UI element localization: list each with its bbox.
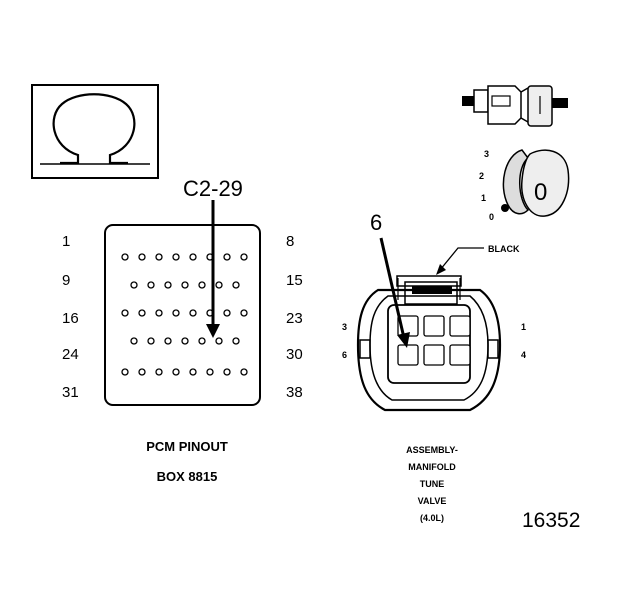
pcm-pin xyxy=(121,309,129,317)
pcm-pin xyxy=(164,281,172,289)
pcm-pin xyxy=(121,368,129,376)
pcm-pin xyxy=(164,337,172,345)
dial-scale-label-1: 1 xyxy=(481,193,486,203)
valve-connector-housing xyxy=(356,288,502,412)
pcm-pin xyxy=(138,253,146,261)
valve-caption-line4: VALVE xyxy=(418,496,447,506)
pcm-row-label-left-4: 24 xyxy=(62,346,79,363)
pcm-pin xyxy=(215,281,223,289)
valve-cavity xyxy=(449,315,471,337)
knob-value: 0 xyxy=(534,179,547,206)
pcm-pin xyxy=(172,309,180,317)
pcm-row-label-left-5: 31 xyxy=(62,384,79,401)
dial-scale-label-2: 2 xyxy=(479,171,484,181)
pcm-pin xyxy=(232,337,240,345)
pcm-row-label-left-2: 9 xyxy=(62,272,70,289)
pcm-pin xyxy=(240,309,248,317)
pcm-callout-label: C2-29 xyxy=(183,176,243,201)
ohm-symbol-box xyxy=(31,84,159,179)
wire-color-label: BLACK xyxy=(488,244,520,254)
pcm-pin xyxy=(223,368,231,376)
pin-callout-label: 6 xyxy=(370,210,382,235)
valve-caption-line5: (4.0L) xyxy=(420,513,444,523)
pcm-pin xyxy=(130,281,138,289)
pcm-pin xyxy=(172,368,180,376)
valve-cavity xyxy=(449,344,471,366)
pcm-pin xyxy=(215,337,223,345)
pcm-pin xyxy=(189,253,197,261)
valve-cavity xyxy=(423,344,445,366)
pcm-pin xyxy=(181,281,189,289)
pcm-caption-line2: BOX 8815 xyxy=(157,469,218,484)
pcm-row-label-right-5: 38 xyxy=(286,384,303,401)
figure-number: 16352 xyxy=(522,509,580,532)
pcm-pin-grid xyxy=(121,253,248,376)
pcm-connector-outline xyxy=(104,224,261,406)
pcm-pin xyxy=(223,309,231,317)
pcm-pin xyxy=(223,253,231,261)
pcm-row-label-right-3: 23 xyxy=(286,310,303,327)
dial-scale-label-3: 3 xyxy=(484,149,489,159)
cavity-label-3: 3 xyxy=(342,322,347,332)
pcm-pinout: 1 9 16 24 31 8 15 23 30 38 C2-29 PCM PIN… xyxy=(62,176,303,484)
pcm-pin xyxy=(189,368,197,376)
pcm-pin xyxy=(189,309,197,317)
pin-callout-arrowhead xyxy=(397,332,410,348)
pcm-pin xyxy=(155,309,163,317)
pcm-row-label-right-4: 30 xyxy=(286,346,303,363)
pcm-pin xyxy=(181,337,189,345)
cavity-label-4: 4 xyxy=(521,350,526,360)
pcm-pin xyxy=(232,281,240,289)
cavity-label-6: 6 xyxy=(342,350,347,360)
valve-caption-line3: TUNE xyxy=(420,479,445,489)
pcm-caption-line1: PCM PINOUT xyxy=(146,439,228,454)
pcm-row-label-left-1: 1 xyxy=(62,233,70,250)
pcm-row-label-right-1: 8 xyxy=(286,233,294,250)
valve-cavity xyxy=(423,315,445,337)
dial-illustration: 3 2 1 0 0 xyxy=(479,149,570,222)
valve-cavity-grid xyxy=(397,315,471,366)
dial-scale-label-0: 0 xyxy=(489,212,494,222)
inline-connector-icon xyxy=(462,85,568,127)
pcm-pin xyxy=(198,281,206,289)
valve-connector: BLACK 3 6 1 4 6 ASSEMBLY- MANIFOLD TUNE … xyxy=(342,210,526,523)
pcm-row-label-left-3: 16 xyxy=(62,310,79,327)
pcm-callout-arrowhead xyxy=(206,324,220,338)
pcm-pin xyxy=(198,337,206,345)
pcm-pin xyxy=(130,337,138,345)
ohm-icon xyxy=(52,93,136,165)
pcm-row-label-right-2: 15 xyxy=(286,272,303,289)
pcm-pin xyxy=(206,368,214,376)
valve-caption-line1: ASSEMBLY- xyxy=(406,445,458,455)
pcm-pin xyxy=(147,281,155,289)
pcm-pin xyxy=(138,309,146,317)
knob-icon xyxy=(521,149,570,217)
pcm-pin xyxy=(240,368,248,376)
pcm-pin xyxy=(147,337,155,345)
pcm-pin xyxy=(138,368,146,376)
pcm-pin xyxy=(240,253,248,261)
valve-caption-line2: MANIFOLD xyxy=(408,462,456,472)
pcm-pin xyxy=(172,253,180,261)
pin-callout-arrow xyxy=(379,237,406,339)
pcm-pin xyxy=(155,253,163,261)
cavity-label-1: 1 xyxy=(521,322,526,332)
pcm-pin xyxy=(155,368,163,376)
valve-cavity xyxy=(397,344,419,366)
pcm-pin xyxy=(121,253,129,261)
